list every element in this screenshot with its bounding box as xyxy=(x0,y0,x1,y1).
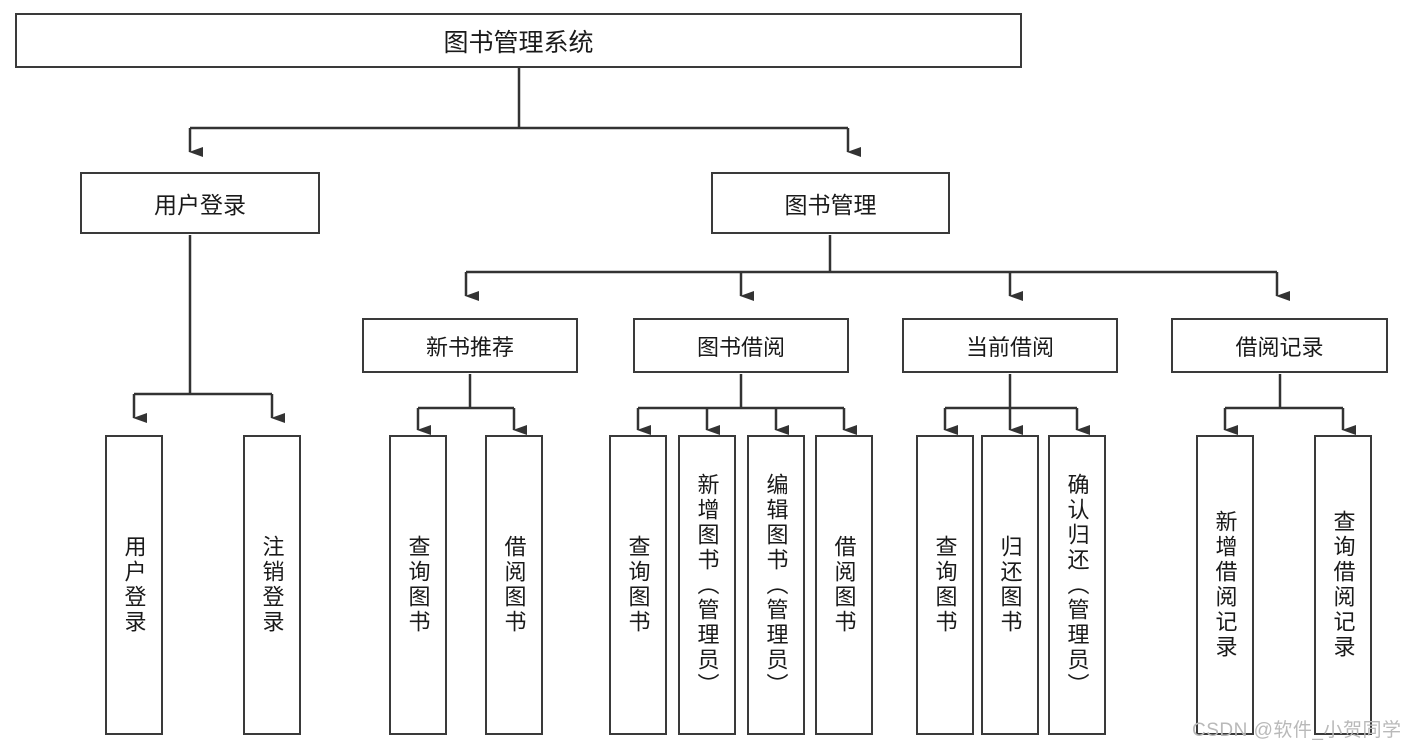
node-leaf-query-book-1-label: 查询图书 xyxy=(405,535,431,635)
node-borrow-record-label: 借阅记录 xyxy=(1235,334,1324,360)
node-leaf-borrow-book-1-label: 借阅图书 xyxy=(501,535,527,635)
node-leaf-borrow-book-2-label: 借阅图书 xyxy=(831,535,857,635)
node-leaf-logout[interactable]: 注销登录 xyxy=(243,435,301,735)
node-current-borrow[interactable]: 当前借阅 xyxy=(902,318,1118,373)
node-borrow-record[interactable]: 借阅记录 xyxy=(1171,318,1388,373)
node-leaf-add-record-label: 新增借阅记录 xyxy=(1212,510,1238,660)
node-leaf-borrow-book-1[interactable]: 借阅图书 xyxy=(485,435,543,735)
node-new-book-recommend-label: 新书推荐 xyxy=(425,334,514,360)
node-leaf-query-book-1[interactable]: 查询图书 xyxy=(389,435,447,735)
node-leaf-confirm-return[interactable]: 确认归还（管理员） xyxy=(1048,435,1106,735)
node-leaf-user-login[interactable]: 用户登录 xyxy=(105,435,163,735)
node-leaf-user-login-label: 用户登录 xyxy=(121,535,147,635)
node-leaf-query-book-3-label: 查询图书 xyxy=(932,535,958,635)
node-book-borrow[interactable]: 图书借阅 xyxy=(633,318,849,373)
node-leaf-add-book[interactable]: 新增图书（管理员） xyxy=(678,435,736,735)
node-book-borrow-label: 图书借阅 xyxy=(696,334,785,360)
node-user-login[interactable]: 用户登录 xyxy=(80,172,320,234)
node-new-book-recommend[interactable]: 新书推荐 xyxy=(362,318,578,373)
node-leaf-query-record-label: 查询借阅记录 xyxy=(1330,510,1356,660)
node-leaf-query-book-3[interactable]: 查询图书 xyxy=(916,435,974,735)
node-leaf-query-record[interactable]: 查询借阅记录 xyxy=(1314,435,1372,735)
node-leaf-edit-book[interactable]: 编辑图书（管理员） xyxy=(747,435,805,735)
csdn-watermark-text: CSDN @软件_小贺同学 xyxy=(1192,720,1402,741)
node-leaf-borrow-book-2[interactable]: 借阅图书 xyxy=(815,435,873,735)
node-leaf-add-record[interactable]: 新增借阅记录 xyxy=(1196,435,1254,735)
csdn-watermark: CSDN @软件_小贺同学 xyxy=(1192,715,1401,742)
node-leaf-add-book-label: 新增图书（管理员） xyxy=(694,472,720,698)
node-root-label: 图书管理系统 xyxy=(443,28,594,57)
node-leaf-logout-label: 注销登录 xyxy=(259,535,285,635)
node-current-borrow-label: 当前借阅 xyxy=(965,334,1054,360)
node-leaf-return-book-label: 归还图书 xyxy=(997,535,1023,635)
node-leaf-return-book[interactable]: 归还图书 xyxy=(981,435,1039,735)
node-leaf-query-book-2[interactable]: 查询图书 xyxy=(609,435,667,735)
node-book-manage[interactable]: 图书管理 xyxy=(711,172,950,234)
node-book-manage-label: 图书管理 xyxy=(784,192,877,218)
node-root[interactable]: 图书管理系统 xyxy=(15,13,1022,68)
node-leaf-edit-book-label: 编辑图书（管理员） xyxy=(763,472,789,698)
node-leaf-query-book-2-label: 查询图书 xyxy=(625,535,651,635)
node-user-login-label: 用户登录 xyxy=(154,192,246,218)
node-leaf-confirm-return-label: 确认归还（管理员） xyxy=(1064,472,1090,698)
